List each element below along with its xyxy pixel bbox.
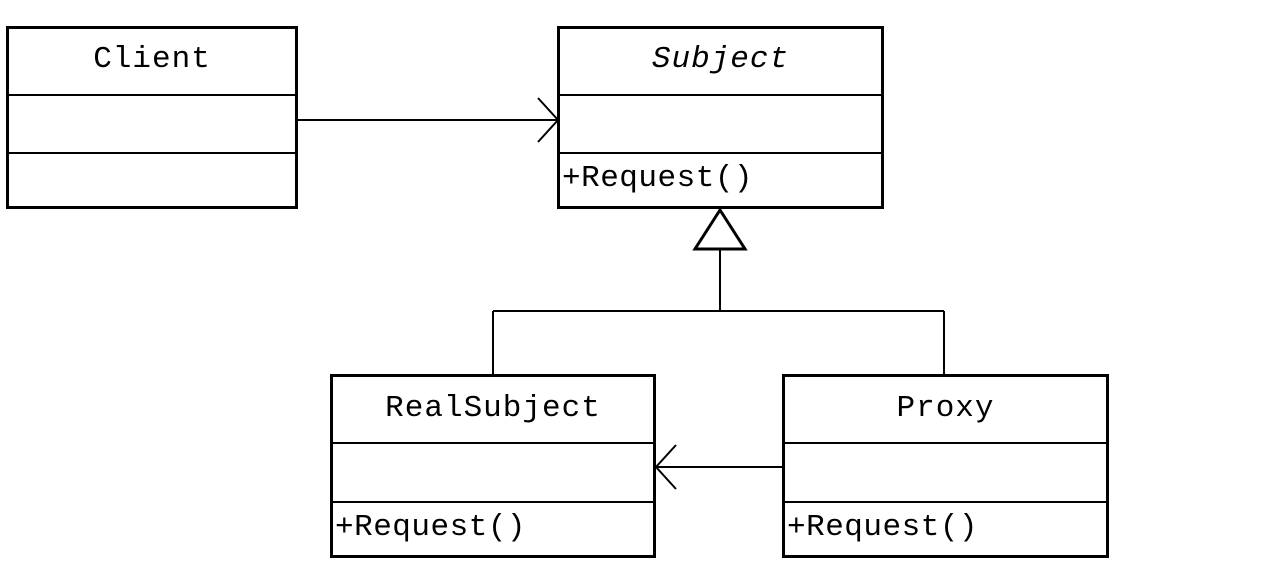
operation-request: +Request() (562, 161, 754, 196)
class-name-compartment: Subject (560, 29, 881, 94)
attributes-compartment (9, 94, 295, 152)
class-realsubject: RealSubject +Request() (330, 374, 656, 558)
generalization-to-subject (492, 207, 945, 374)
open-arrowhead-icon (654, 444, 677, 490)
operations-compartment: +Request() (785, 501, 1106, 555)
class-proxy: Proxy +Request() (782, 374, 1109, 558)
open-arrowhead-icon (537, 97, 560, 143)
association-client-subject (298, 97, 560, 143)
class-name-compartment: RealSubject (333, 377, 653, 442)
operation-request: +Request() (787, 510, 979, 545)
class-name: Proxy (896, 391, 995, 426)
operation-request: +Request() (335, 510, 527, 545)
class-subject: Subject +Request() (557, 26, 884, 209)
class-name: Subject (651, 42, 790, 77)
class-name: Client (93, 42, 211, 77)
class-name-compartment: Proxy (785, 377, 1106, 442)
attributes-compartment (560, 94, 881, 152)
class-name: RealSubject (385, 391, 601, 426)
class-client: Client (6, 26, 298, 209)
association-proxy-realsubject (654, 444, 782, 490)
attributes-compartment (785, 442, 1106, 501)
operations-compartment (9, 152, 295, 206)
class-name-compartment: Client (9, 29, 295, 94)
attributes-compartment (333, 442, 653, 501)
operations-compartment: +Request() (560, 152, 881, 206)
hollow-triangle-icon (692, 207, 748, 251)
operations-compartment: +Request() (333, 501, 653, 555)
